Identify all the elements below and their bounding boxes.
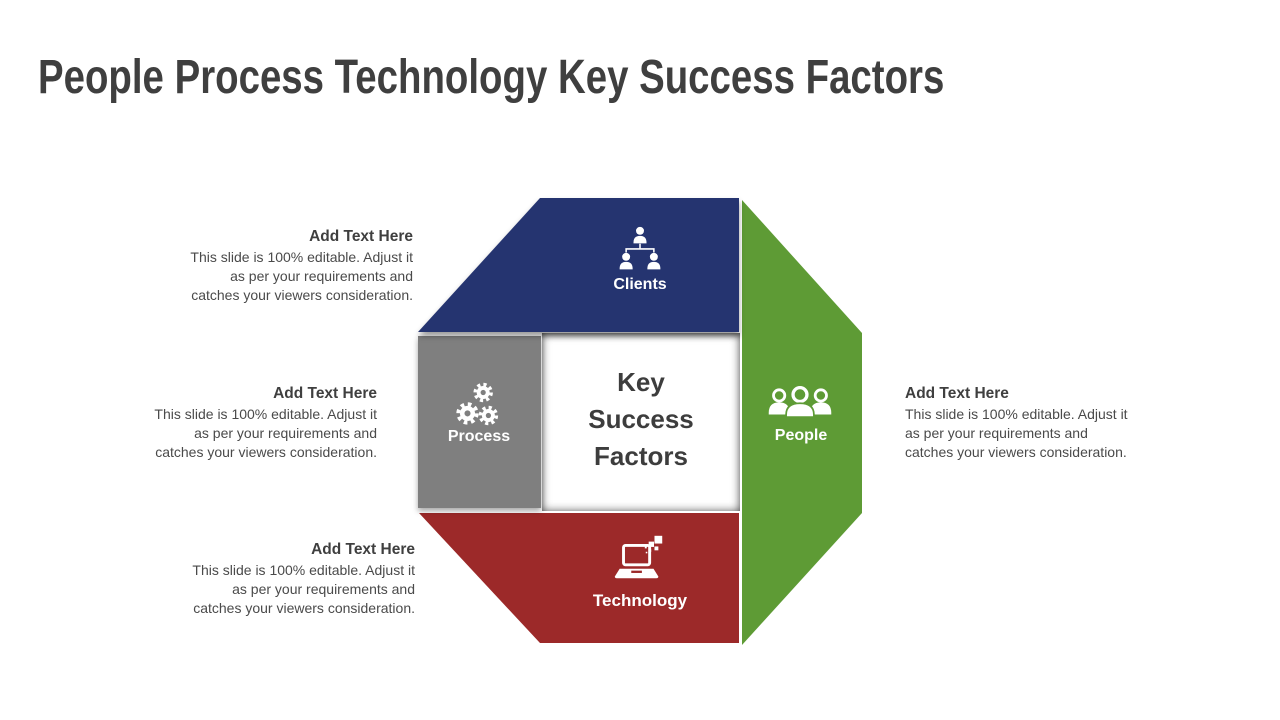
text-block-line: This slide is 100% editable. Adjust it: [154, 406, 377, 422]
center-title-line: Success: [588, 404, 694, 434]
text-block-line: catches your viewers consideration.: [155, 444, 377, 460]
segment-label-technology: Technology: [592, 591, 688, 610]
center-box: [542, 333, 740, 511]
center-title-line: Factors: [594, 441, 688, 471]
segment-label-clients: Clients: [613, 276, 667, 293]
text-block-left-top: Add Text Here This slide is 100% editabl…: [145, 226, 413, 305]
segment-label-people: People: [774, 427, 828, 444]
text-block-left-bottom: Add Text Here This slide is 100% editabl…: [147, 539, 415, 618]
center-title: Key Success Factors: [542, 364, 740, 475]
text-block-line: as per your requirements and: [194, 425, 377, 441]
center-title-line: Key: [617, 367, 665, 397]
text-block-line: as per your requirements and: [905, 425, 1088, 441]
text-block-line: catches your viewers consideration.: [193, 600, 415, 616]
text-block-line: as per your requirements and: [232, 581, 415, 597]
text-block-line: catches your viewers consideration.: [191, 287, 413, 303]
text-block-right: Add Text Here This slide is 100% editabl…: [905, 383, 1173, 462]
text-block-line: This slide is 100% editable. Adjust it: [192, 562, 415, 578]
text-block-left-middle: Add Text Here This slide is 100% editabl…: [109, 383, 377, 462]
gears-icon: [453, 381, 505, 432]
text-block-heading: Add Text Here: [905, 385, 1009, 402]
page-title: People Process Technology Key Success Fa…: [38, 51, 945, 104]
text-block-line: This slide is 100% editable. Adjust it: [905, 406, 1128, 422]
text-block-heading: Add Text Here: [311, 541, 415, 558]
laptop-icon: [609, 534, 669, 591]
text-block-heading: Add Text Here: [309, 228, 413, 245]
people-group-icon: [767, 385, 833, 430]
key-success-factors-diagram: Key Success Factors: [418, 197, 862, 645]
text-block-line: This slide is 100% editable. Adjust it: [190, 249, 413, 265]
text-block-heading: Add Text Here: [273, 385, 377, 402]
text-block-line: as per your requirements and: [230, 268, 413, 284]
segment-label-process: Process: [447, 428, 511, 445]
text-block-line: catches your viewers consideration.: [905, 444, 1127, 460]
org-chart-icon: [614, 223, 666, 280]
